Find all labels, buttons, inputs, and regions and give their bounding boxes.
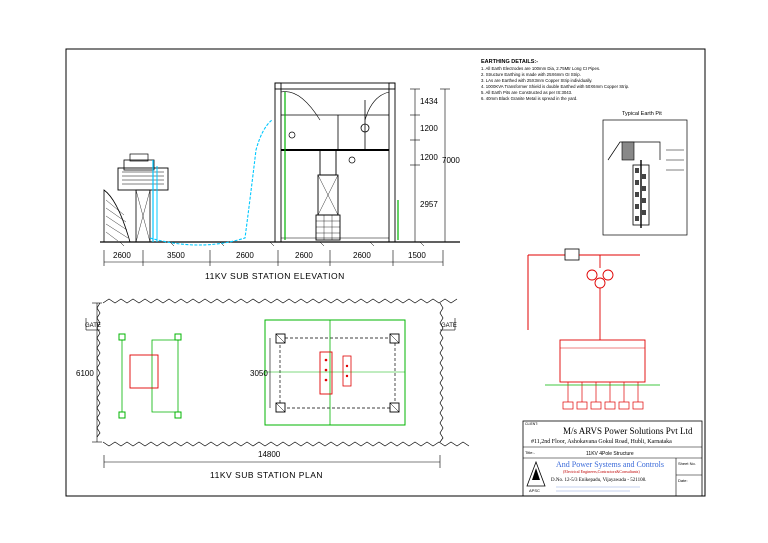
client-address: #11,2nd Floor, Ashokavana Gokul Road, Hu… [531,439,672,445]
title-label: Title:- [525,450,536,455]
dim-bottom-1: 2600 [113,251,131,260]
earthing-note-2: 2. Structure Earthing is made with 25X6m… [481,72,581,77]
consultant-name: And Power Systems and Controls [556,460,664,469]
earthing-note-3: 3. LAs are Earthed with 25X3mm Copper St… [481,78,592,83]
gate-right-label: GATE [441,323,457,329]
single-line-diagram [527,248,660,410]
dim-right-4: 2957 [420,200,438,209]
consultant-subtitle: (Electrical Engineers,Contractors&Consul… [563,469,640,475]
earth-pit-caption: Typical Earth Pit [622,111,662,117]
dim-bottom-5: 2600 [353,251,371,260]
dim-plan-width: 14800 [258,450,281,459]
consultant-address: D.No. 12-5/3 Enikepadu, Vijayawada - 521… [551,478,646,483]
sheet-no-label: Sheet No. [678,461,696,466]
earthing-note-6: 6. 40mm Black Granite Metal is spread in… [481,96,577,101]
plan-view: GATE GATE [76,298,470,480]
left-dp-plan [118,333,182,419]
elevation-view: 1434 1200 1200 2957 7000 2600 3500 2600 … [100,82,460,281]
dim-overall-height: 7000 [442,156,460,165]
dim-right-2: 1200 [420,124,438,133]
dim-bottom-6: 1500 [408,251,426,260]
dim-bottom-4: 2600 [295,251,313,260]
earthing-note-4: 4. 1000KVA Transformer Shield is double … [481,84,629,89]
plan-title: 11KV SUB STATION PLAN [210,470,323,480]
apsc-logo: APSC [526,460,546,493]
dim-bottom-3: 2600 [236,251,254,260]
typical-earth-pit: Typical Earth Pit [602,111,688,236]
gate-left-label: GATE [85,323,101,329]
main-4pole-structure [274,82,399,243]
left-dp-structure [103,153,169,243]
client-company: M/s ARVS Power Solutions Pvt Ltd [563,426,693,436]
date-label: Date: [678,478,688,483]
earthing-note-1: 1. All Earth Electrodes are 100mm Dia, 2… [481,66,600,71]
earthing-notes: EARTHING DETAILS:- 1. All Earth Electrod… [481,59,629,101]
earthing-heading: EARTHING DETAILS:- [481,59,538,65]
title-block: CLIENT: M/s ARVS Power Solutions Pvt Ltd… [522,420,703,497]
sheet-border [65,48,706,497]
drawing-title: 11KV 4Pole Structure [586,451,634,457]
earthing-note-5: 5. All Earth Pits are Constructed as per… [481,90,572,95]
dim-bottom-2: 3500 [167,251,185,260]
dim-plan-depth: 6100 [76,369,94,378]
client-label: CLIENT: [525,422,538,426]
dim-right-3: 1200 [420,153,438,162]
dim-plan-inner: 3050 [250,369,268,378]
cable-run [149,119,273,246]
dim-right-1: 1434 [420,97,438,106]
logo-text: APSC [529,488,540,493]
elevation-title: 11KV SUB STATION ELEVATION [205,271,345,281]
main-4pole-plan [264,319,406,426]
